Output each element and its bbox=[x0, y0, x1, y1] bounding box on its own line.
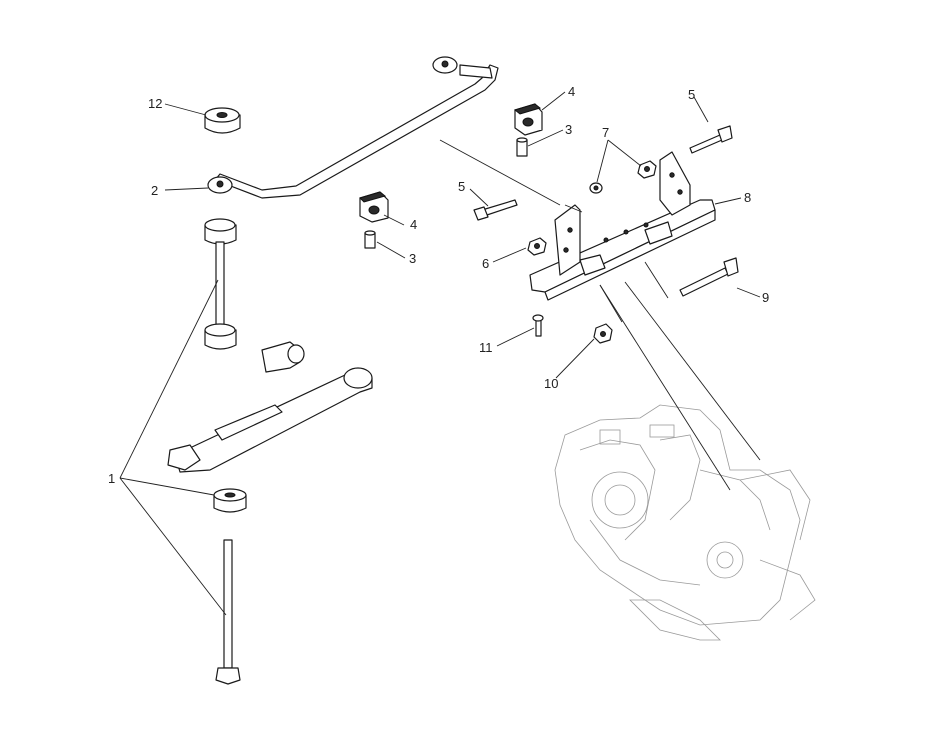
callout-6: 6 bbox=[482, 256, 489, 271]
engine-assembly bbox=[554, 404, 816, 641]
callout-9: 9 bbox=[762, 290, 769, 305]
callout-12: 12 bbox=[148, 96, 162, 111]
callout-1: 1 bbox=[108, 471, 115, 486]
callouts: 1 2 3 3 4 4 5 5 6 7 8 9 10 11 12 bbox=[108, 84, 769, 486]
crossmember-bracket bbox=[529, 151, 716, 301]
bolt-5-right bbox=[689, 125, 733, 154]
leader-lines bbox=[119, 91, 761, 616]
callout-3-upper: 3 bbox=[565, 122, 572, 137]
spacer-lower bbox=[364, 230, 376, 249]
spacer-upper bbox=[516, 137, 528, 157]
nut-10 bbox=[593, 323, 613, 344]
callout-10: 10 bbox=[544, 376, 558, 391]
callout-5-right: 5 bbox=[688, 87, 695, 102]
clamp-upper bbox=[513, 103, 543, 136]
clamp-lower bbox=[359, 191, 389, 223]
nut-6 bbox=[527, 237, 547, 256]
rubber-bushing bbox=[204, 107, 241, 134]
screw-11 bbox=[532, 314, 544, 337]
washers-7 bbox=[589, 160, 657, 194]
lower-arm bbox=[167, 341, 373, 473]
callout-8: 8 bbox=[744, 190, 751, 205]
callout-7: 7 bbox=[602, 125, 609, 140]
callout-5-left: 5 bbox=[458, 179, 465, 194]
long-bolt-9 bbox=[679, 257, 739, 297]
callout-11: 11 bbox=[479, 340, 493, 355]
bolt-5-left bbox=[473, 199, 518, 221]
stabilizer-bar bbox=[207, 56, 499, 199]
callout-2: 2 bbox=[151, 183, 158, 198]
link-rod-assembly bbox=[204, 218, 247, 685]
callout-3-lower: 3 bbox=[409, 251, 416, 266]
callout-4-upper: 4 bbox=[568, 84, 575, 99]
callout-4-lower: 4 bbox=[410, 217, 417, 232]
